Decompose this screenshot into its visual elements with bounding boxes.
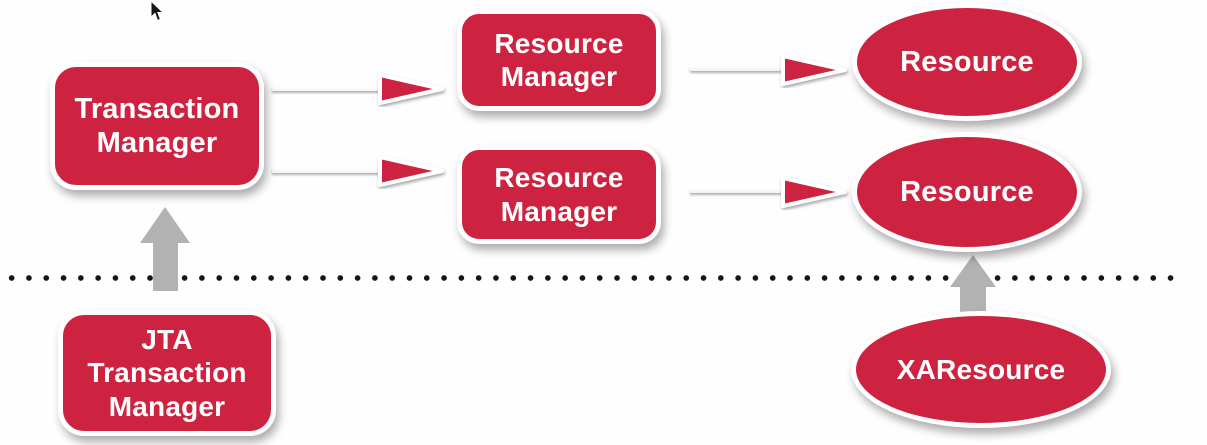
connector-line-tm-rm2: [272, 168, 384, 173]
connector-line-rm2-resource2: [690, 188, 786, 193]
node-resource-manager-2-label: Resource Manager: [494, 162, 624, 227]
node-transaction-manager-label: Transaction Manager: [74, 92, 240, 159]
node-xa-resource-label: XAResource: [896, 353, 1066, 385]
node-transaction-manager: Transaction Manager: [50, 62, 264, 190]
arrowhead-rm2-resource2: [781, 176, 847, 208]
gray-up-arrow-jta-to-tm: [140, 207, 190, 291]
node-jta-transaction-manager-label: JTA Transaction Manager: [87, 324, 247, 422]
node-xa-resource: XAResource: [851, 311, 1111, 428]
gray-up-arrow-xa-to-resource: [950, 255, 996, 312]
node-resource-manager-1: Resource Manager: [457, 9, 661, 111]
node-resource-manager-2: Resource Manager: [457, 145, 661, 244]
node-resource-manager-1-label: Resource Manager: [494, 27, 624, 92]
node-jta-transaction-manager: JTA Transaction Manager: [58, 310, 276, 436]
connector-line-rm1-resource1: [690, 66, 786, 71]
node-resource-1: Resource: [852, 3, 1082, 121]
arrowhead-rm1-resource1: [781, 54, 847, 86]
node-resource-2-label: Resource: [900, 175, 1034, 208]
dotted-divider-line: [3, 274, 1183, 282]
arrowhead-tm-rm2: [378, 155, 444, 187]
connector-line-tm-rm1: [272, 86, 384, 91]
node-resource-2: Resource: [852, 132, 1082, 252]
mouse-cursor-icon: [150, 1, 165, 22]
node-resource-1-label: Resource: [900, 45, 1034, 78]
arrowhead-tm-rm1: [378, 73, 444, 105]
